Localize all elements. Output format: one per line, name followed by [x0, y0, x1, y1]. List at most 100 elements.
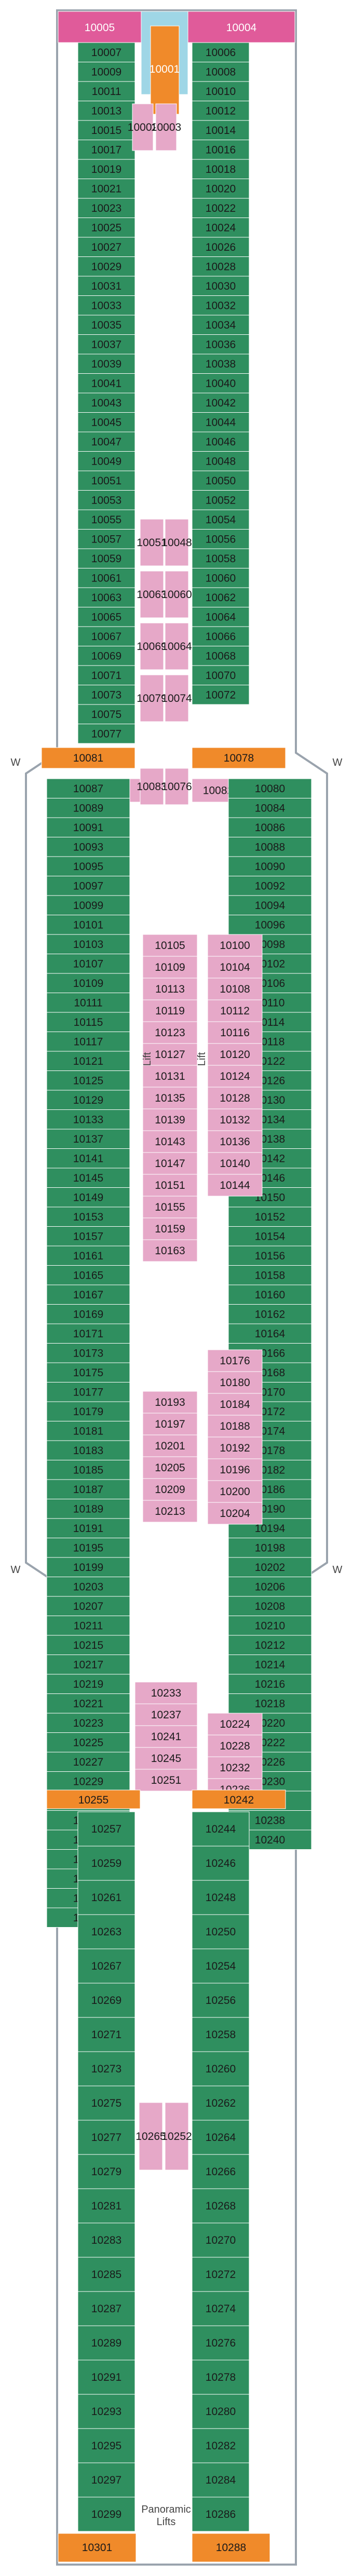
cabin[interactable] [46, 973, 130, 993]
cabin[interactable] [46, 876, 130, 896]
cabin[interactable] [228, 1557, 312, 1577]
cabin[interactable] [77, 237, 135, 257]
cabin[interactable] [207, 1043, 263, 1066]
cabin[interactable] [77, 81, 135, 101]
cabin[interactable] [46, 1032, 130, 1052]
cabin[interactable] [207, 1480, 263, 1503]
cabin[interactable] [207, 1130, 263, 1153]
cabin[interactable] [46, 1752, 130, 1772]
cabin[interactable] [207, 1734, 263, 1757]
cabin[interactable] [207, 999, 263, 1022]
cabin[interactable] [77, 159, 135, 179]
cabin[interactable] [142, 1217, 198, 1240]
cabin[interactable] [207, 978, 263, 1000]
cabin[interactable] [207, 1174, 263, 1197]
cabin[interactable] [192, 2291, 250, 2326]
cabin[interactable] [228, 856, 312, 876]
cabin[interactable] [77, 2497, 135, 2532]
cabin[interactable] [142, 1043, 198, 1066]
cabin[interactable] [46, 778, 130, 798]
cabin[interactable] [192, 2257, 250, 2292]
cabin[interactable] [77, 509, 135, 530]
cabin[interactable] [192, 1811, 250, 1847]
cabin[interactable] [132, 103, 154, 151]
cabin[interactable] [77, 704, 135, 724]
cabin[interactable] [192, 2462, 250, 2498]
cabin[interactable] [142, 999, 198, 1022]
cabin[interactable] [142, 1152, 198, 1175]
cabin[interactable] [207, 1371, 263, 1394]
cabin[interactable] [142, 956, 198, 979]
cabin[interactable] [207, 1065, 263, 1088]
cabin[interactable] [77, 2291, 135, 2326]
cabin[interactable] [228, 1674, 312, 1694]
cabin[interactable] [77, 568, 135, 588]
cabin[interactable] [77, 1811, 135, 1847]
cabin[interactable] [140, 571, 164, 618]
cabin[interactable] [77, 295, 135, 316]
stern-suite-left[interactable] [46, 1789, 141, 1809]
cabin[interactable] [46, 1421, 130, 1441]
cabin[interactable] [228, 1284, 312, 1305]
cabin[interactable] [228, 1596, 312, 1616]
cabin[interactable] [46, 817, 130, 837]
cabin[interactable] [46, 1148, 130, 1169]
cabin[interactable] [142, 978, 198, 1000]
cabin[interactable] [134, 1747, 198, 1770]
aft-suite-left[interactable] [58, 2533, 137, 2563]
cabin[interactable] [46, 1401, 130, 1421]
cabin[interactable] [77, 2428, 135, 2463]
cabin[interactable] [192, 2017, 250, 2052]
cabin[interactable] [228, 1265, 312, 1285]
cabin[interactable] [192, 276, 250, 296]
cabin[interactable] [139, 2102, 163, 2171]
cabin[interactable] [46, 1616, 130, 1636]
cabin[interactable] [165, 622, 189, 670]
cabin[interactable] [142, 1434, 198, 1457]
cabin[interactable] [46, 837, 130, 857]
cabin[interactable] [228, 1245, 312, 1266]
cabin[interactable] [192, 159, 250, 179]
cabin[interactable] [77, 2462, 135, 2498]
cabin[interactable] [142, 1196, 198, 1218]
bow-suite-center[interactable] [150, 25, 180, 115]
cabin[interactable] [77, 2325, 135, 2361]
cabin[interactable] [46, 1109, 130, 1130]
cabin[interactable] [165, 674, 189, 722]
cabin[interactable] [228, 895, 312, 915]
cabin[interactable] [142, 1478, 198, 1501]
cabin[interactable] [192, 62, 250, 82]
cabin[interactable] [46, 1187, 130, 1208]
cabin[interactable] [46, 1206, 130, 1227]
cabin[interactable] [46, 895, 130, 915]
cabin[interactable] [77, 2257, 135, 2292]
cabin[interactable] [192, 2360, 250, 2395]
cabin[interactable] [46, 798, 130, 818]
cabin[interactable] [77, 179, 135, 199]
cabin[interactable] [165, 519, 189, 566]
cabin[interactable] [77, 1948, 135, 1984]
cabin[interactable] [192, 218, 250, 238]
cabin[interactable] [228, 1577, 312, 1597]
cabin[interactable] [192, 607, 250, 627]
cabin[interactable] [192, 431, 250, 452]
cabin[interactable] [77, 626, 135, 646]
suite-left[interactable] [41, 747, 135, 769]
cabin[interactable] [77, 724, 135, 744]
cabin[interactable] [142, 1500, 198, 1523]
cabin[interactable] [228, 1323, 312, 1344]
cabin[interactable] [207, 1152, 263, 1175]
cabin[interactable] [228, 778, 312, 798]
cabin[interactable] [192, 315, 250, 335]
cabin[interactable] [46, 1693, 130, 1714]
cabin[interactable] [142, 1130, 198, 1153]
cabin[interactable] [192, 2325, 250, 2361]
cabin[interactable] [192, 587, 250, 607]
cabin[interactable] [228, 817, 312, 837]
cabin[interactable] [192, 2222, 250, 2258]
cabin[interactable] [207, 1415, 263, 1438]
cabin[interactable] [192, 1914, 250, 1949]
cabin[interactable] [142, 934, 198, 957]
cabin[interactable] [228, 837, 312, 857]
cabin[interactable] [46, 1518, 130, 1538]
